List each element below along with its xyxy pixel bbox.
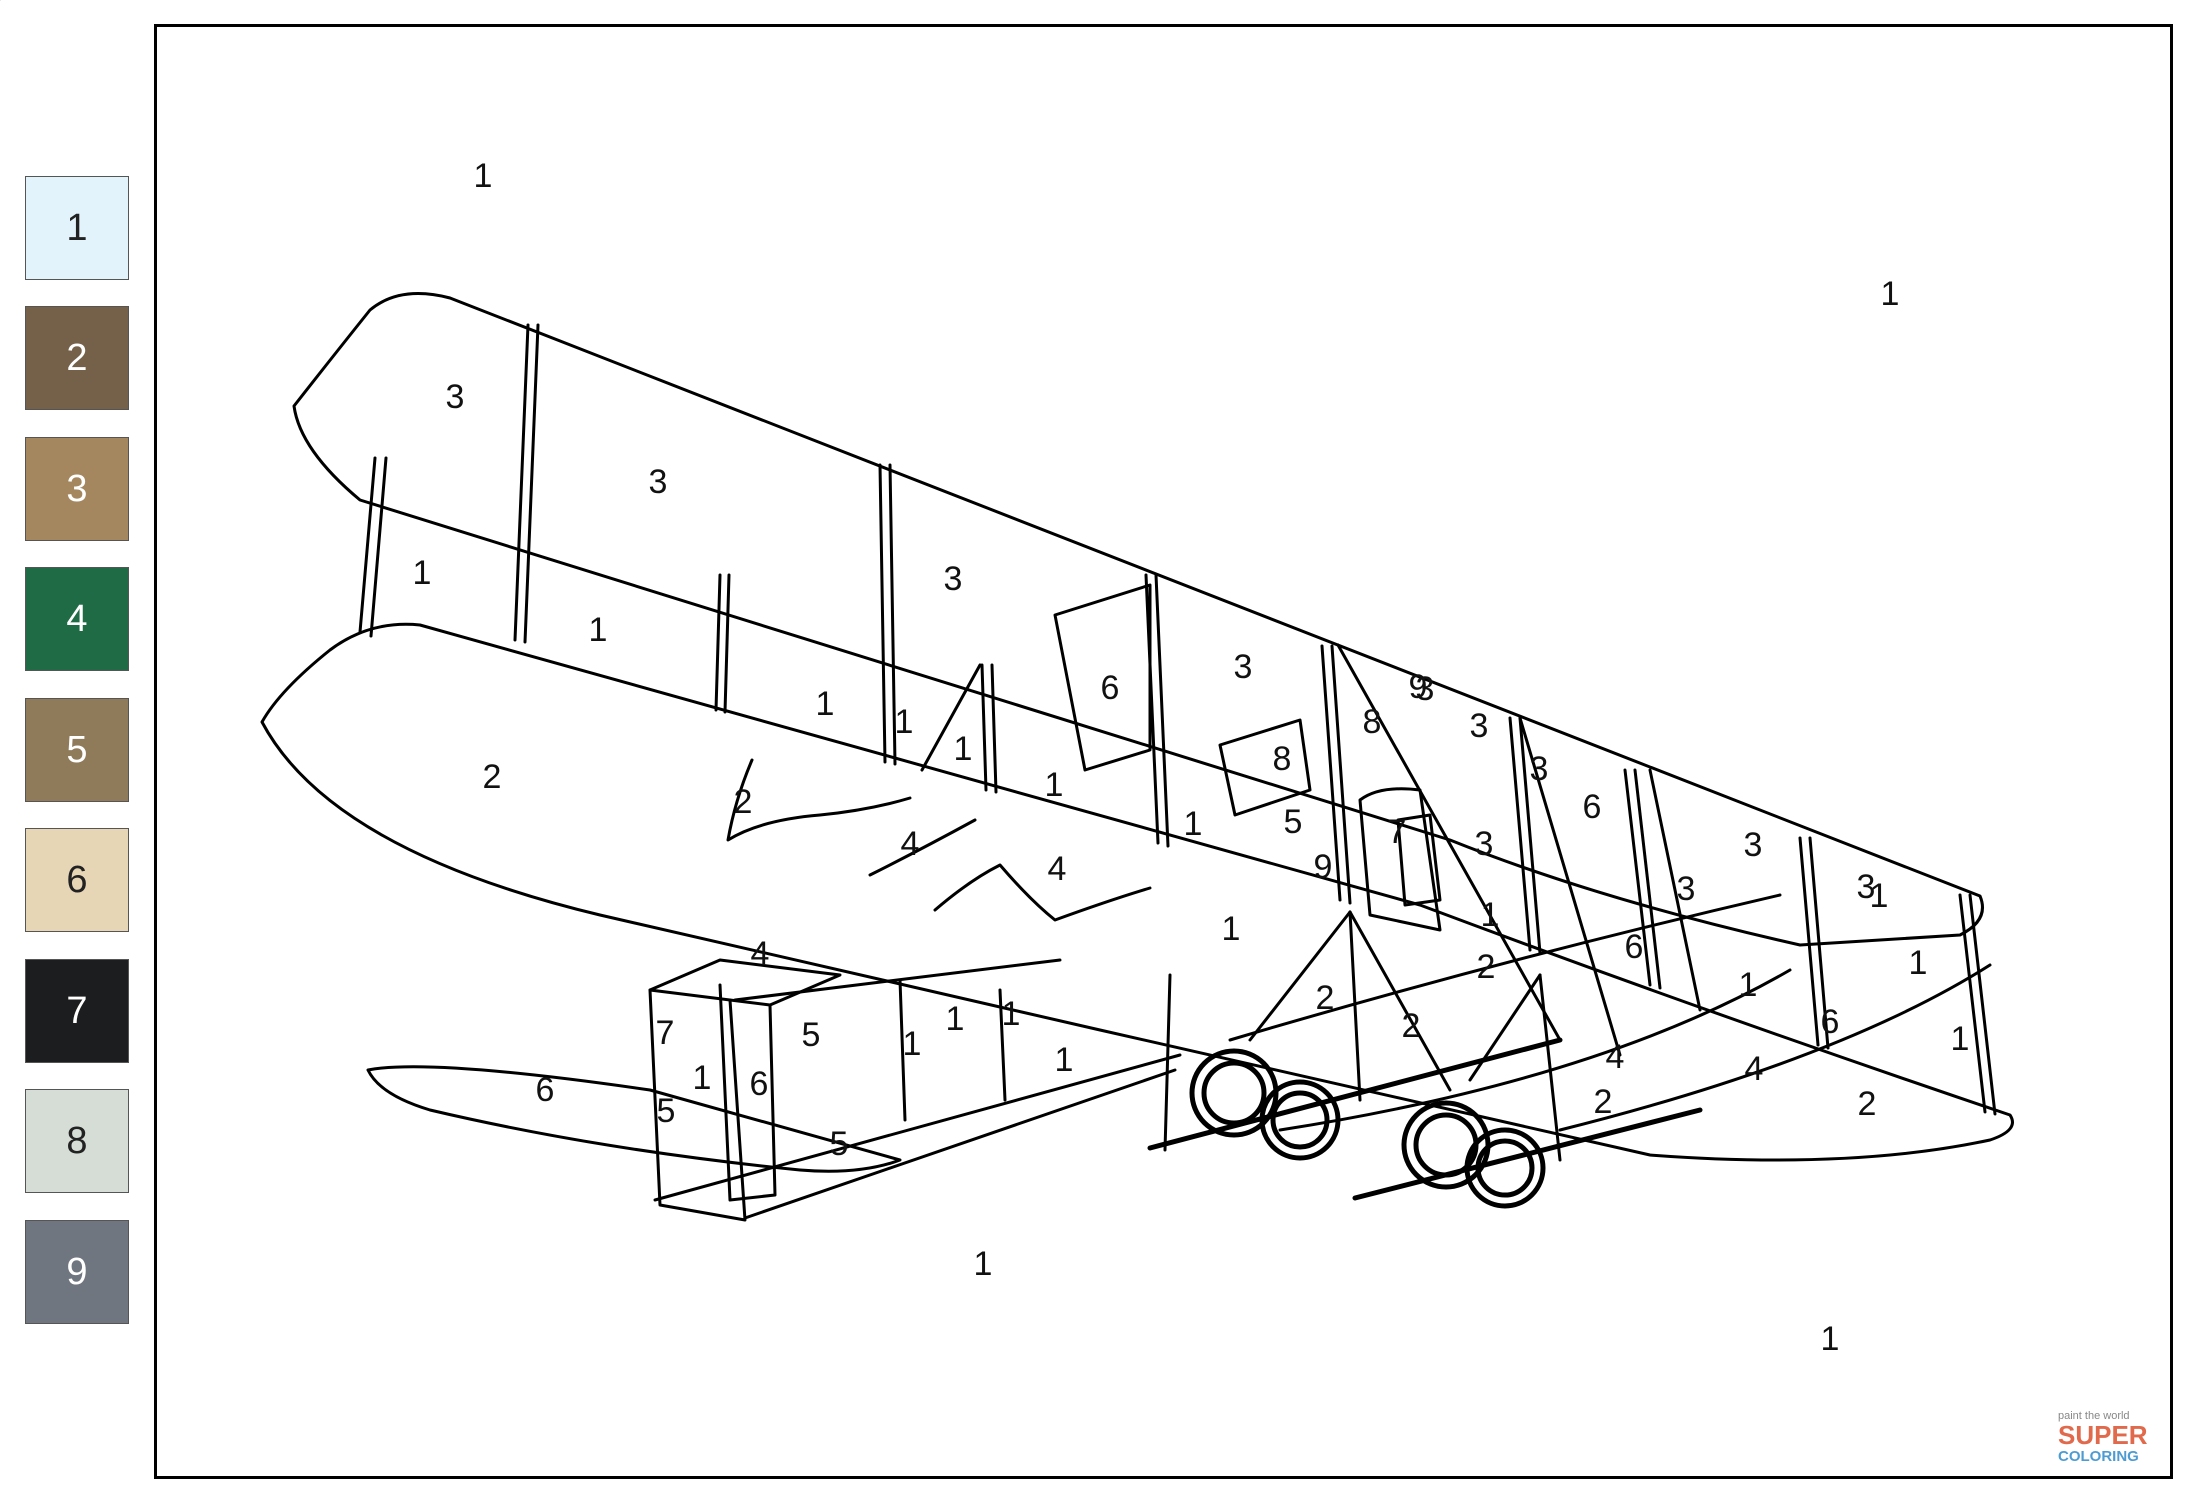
lower-wing[interactable] <box>260 622 2014 1162</box>
region-number-label: 2 <box>1858 1085 1877 1123</box>
region-number-label: 1 <box>413 554 432 592</box>
region-number-label: 1 <box>474 157 493 195</box>
palette-number: 5 <box>66 728 88 771</box>
region-number-label: 7 <box>1388 813 1407 851</box>
palette-number: 4 <box>66 597 88 640</box>
region-number-label: 1 <box>1481 896 1500 934</box>
region-number-label: 8 <box>1363 703 1382 741</box>
region-number-label: 1 <box>1045 766 1064 804</box>
palette-swatch-4[interactable]: 4 <box>25 567 129 671</box>
palette-number: 3 <box>66 467 88 510</box>
region-number-label: 2 <box>1316 979 1335 1017</box>
region-number-label: 4 <box>1048 850 1067 888</box>
tail-boom-frame[interactable] <box>648 958 1182 1222</box>
region-number-label: 1 <box>1739 966 1758 1004</box>
region-number-label: 2 <box>1402 1007 1421 1045</box>
palette-swatch-3[interactable]: 3 <box>25 437 129 541</box>
palette-number: 2 <box>66 336 88 379</box>
region-number-label: 1 <box>1184 805 1203 843</box>
region-number-label: 1 <box>693 1059 712 1097</box>
region-number-label: 6 <box>750 1065 769 1103</box>
region-number-label: 3 <box>1530 750 1549 788</box>
palette-swatch-9[interactable]: 9 <box>25 1220 129 1324</box>
region-number-label: 2 <box>1594 1083 1613 1121</box>
palette-swatch-6[interactable]: 6 <box>25 828 129 932</box>
palette-swatch-5[interactable]: 5 <box>25 698 129 802</box>
palette-number: 8 <box>66 1119 88 1162</box>
region-number-label: 3 <box>1475 825 1494 863</box>
region-number-label: 4 <box>751 935 770 973</box>
palette-swatch-2[interactable]: 2 <box>25 306 129 410</box>
watermark-tagline: paint the world <box>2058 1410 2130 1422</box>
region-number-label: 6 <box>536 1071 555 1109</box>
region-number-label: 1 <box>1055 1041 1074 1079</box>
upper-wing[interactable] <box>292 292 1984 947</box>
region-number-label: 1 <box>1821 1320 1840 1358</box>
region-number-label: 1 <box>1002 995 1021 1033</box>
region-number-label: 8 <box>1273 740 1292 778</box>
region-number-label: 1 <box>589 611 608 649</box>
region-number-label: 1 <box>816 685 835 723</box>
palette-number: 7 <box>66 989 88 1032</box>
region-number-label: 3 <box>1470 707 1489 745</box>
region-number-label: 2 <box>1477 948 1496 986</box>
region-number-label: 1 <box>946 1000 965 1038</box>
region-number-label: 9 <box>1409 668 1428 706</box>
region-number-label: 3 <box>1234 648 1253 686</box>
palette-swatch-7[interactable]: 7 <box>25 959 129 1063</box>
region-number-label: 3 <box>1857 868 1876 906</box>
region-number-label: 5 <box>830 1125 849 1163</box>
wing-struts <box>358 323 1997 1116</box>
region-number-label: 4 <box>901 825 920 863</box>
watermark-coloring: COLORING <box>2058 1448 2139 1465</box>
region-number-label: 6 <box>1821 1003 1840 1041</box>
palette-number: 9 <box>66 1250 88 1293</box>
region-number-label: 5 <box>657 1092 676 1130</box>
region-number-label: 4 <box>1745 1050 1764 1088</box>
region-number-label: 9 <box>0 0 9 8</box>
region-number-label: 6 <box>1583 788 1602 826</box>
palette-number: 1 <box>66 206 88 249</box>
region-number-label: 9 <box>1314 848 1333 886</box>
region-number-label: 3 <box>446 378 465 416</box>
region-number-label: 3 <box>1416 670 1435 708</box>
tail-plane[interactable] <box>366 1065 902 1173</box>
region-number-label: 3 <box>649 463 668 501</box>
region-number-label: 2 <box>483 758 502 796</box>
landing-gear-wheels[interactable] <box>1147 1037 1703 1209</box>
super-coloring-logo: paint the world SUPER COLORING <box>2058 1410 2173 1476</box>
region-number-label: 3 <box>1677 870 1696 908</box>
region-number-label: 6 <box>1101 669 1120 707</box>
region-number-label: 4 <box>1606 1038 1625 1076</box>
region-number-label: 3 <box>944 560 963 598</box>
palette-swatch-1[interactable]: 1 <box>25 176 129 280</box>
watermark-super: SUPER <box>2058 1420 2148 1450</box>
region-number-label: 1 <box>1881 275 1900 313</box>
region-number-label: 1 <box>903 1025 922 1063</box>
region-number-label: 3 <box>1744 826 1763 864</box>
region-number-label: 1 <box>1870 877 1889 915</box>
region-number-label: 5 <box>1284 803 1303 841</box>
region-number-label: 1 <box>1909 944 1928 982</box>
region-number-label: 5 <box>802 1016 821 1054</box>
center-frame[interactable] <box>1053 583 1992 1162</box>
region-number-label: 1 <box>954 730 973 768</box>
region-number-label: 7 <box>656 1014 675 1052</box>
region-number-label: 1 <box>1951 1020 1970 1058</box>
region-number-label: 6 <box>1625 928 1644 966</box>
wing-lettering <box>726 758 1152 922</box>
coloring-canvas-frame <box>154 24 2173 1479</box>
palette-swatch-8[interactable]: 8 <box>25 1089 129 1193</box>
region-number-label: 2 <box>734 783 753 821</box>
palette-number: 6 <box>66 858 88 901</box>
region-number-label: 1 <box>895 703 914 741</box>
region-number-label: 1 <box>1222 910 1241 948</box>
region-number-label: 1 <box>974 1245 993 1283</box>
